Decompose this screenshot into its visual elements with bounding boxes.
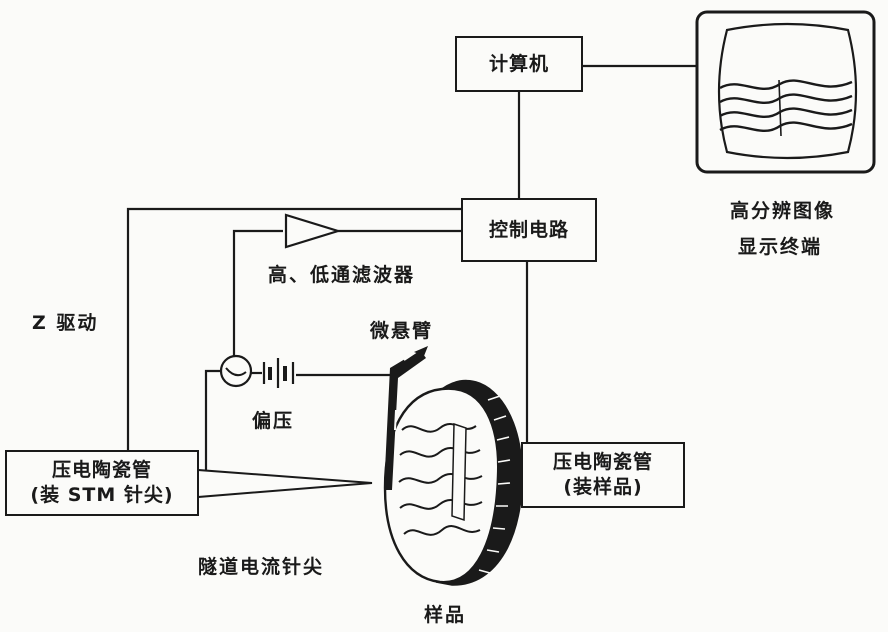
sample-tube-line1: 压电陶瓷管 [552,451,653,474]
cantilever-icon [384,346,428,490]
stm-tube-line2: (装 STM 针尖) [30,484,174,506]
filter-amplifier-icon [284,213,342,249]
tunnel-tip-icon [197,468,373,499]
computer-label: 计算机 [488,52,549,75]
display-label-line1: 高分辨图像 [730,200,836,222]
computer-box: 计算机 [455,36,583,92]
sample-tube-box: 压电陶瓷管 (装样品) [521,442,685,508]
ammeter-icon [219,354,253,388]
line-z-drive [126,207,463,452]
filter-label: 高、低通滤波器 [268,264,416,286]
line-filter-ammeter [232,229,283,357]
display-label-line2: 显示终端 [738,236,823,258]
stm-tube-box: 压电陶瓷管 (装 STM 针尖) [5,450,199,516]
stm-tube-line1: 压电陶瓷管 [51,459,152,482]
bias-label: 偏压 [252,410,295,432]
control-circuit-label: 控制电路 [488,218,569,241]
display-screen-icon [695,10,876,174]
line-ammeter-stm [204,369,220,476]
sample-tube-line2: (装样品) [563,476,643,498]
battery-icon [262,358,295,388]
cantilever-label: 微悬臂 [370,320,434,342]
z-drive-label: Z 驱动 [32,312,99,334]
sample-disk-icon [383,379,523,586]
sample-label: 样品 [424,604,467,626]
tunnel-tip-label: 隧道电流针尖 [198,556,325,578]
control-circuit-box: 控制电路 [461,198,597,262]
